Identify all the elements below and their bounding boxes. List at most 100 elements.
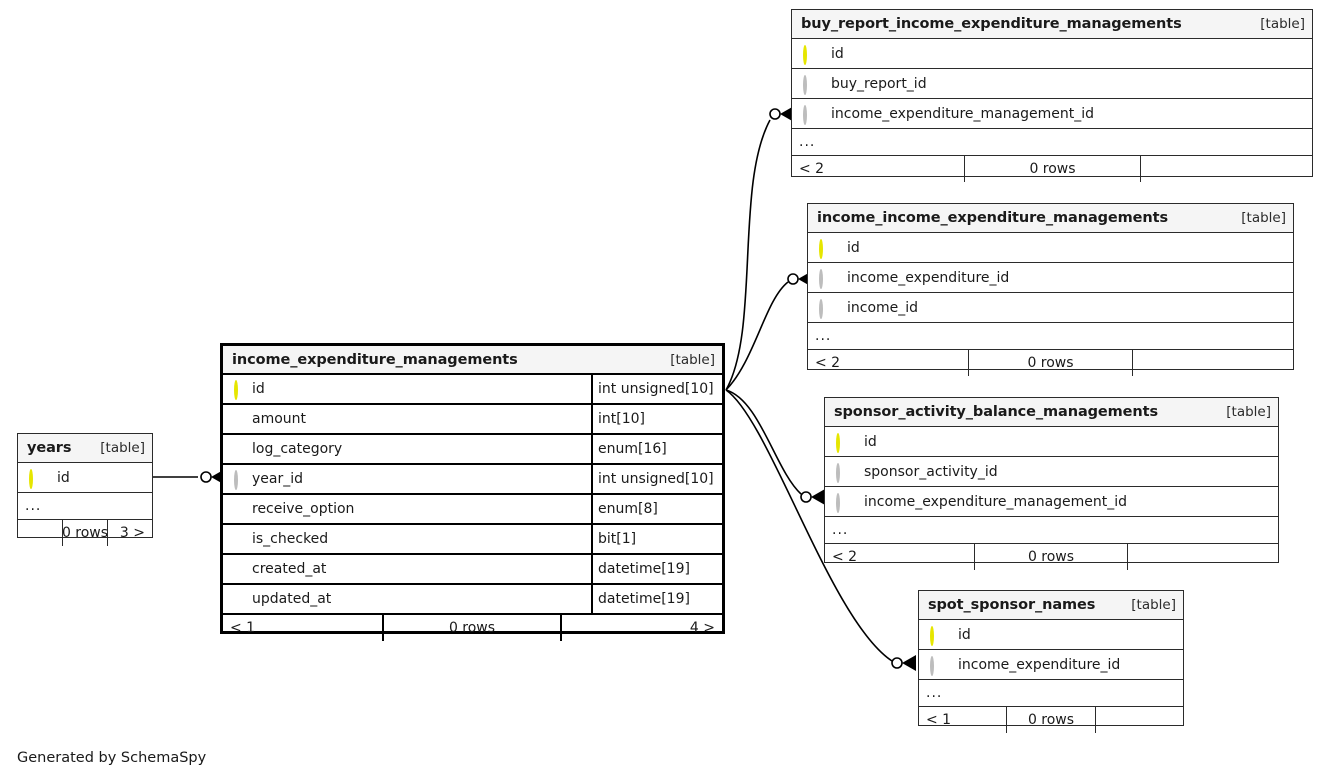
foreign-key-icon (799, 104, 815, 125)
more-columns-ellipsis: ... (825, 517, 1278, 544)
foreign-key-icon (832, 492, 848, 513)
key-icon-placeholder (230, 591, 246, 607)
column-name-cell: income_expenditure_id (919, 650, 1183, 679)
table-name[interactable]: income_income_expenditure_managements (817, 210, 1168, 226)
relationship-arrowhead (811, 489, 825, 505)
table-header: income_income_expenditure_managements[ta… (808, 204, 1293, 233)
table-column-row[interactable]: id (792, 39, 1312, 69)
column-name: sponsor_activity_id (864, 463, 998, 480)
table-name[interactable]: buy_report_income_expenditure_management… (801, 16, 1182, 32)
column-name-cell: income_expenditure_management_id (792, 99, 1312, 128)
relationship-edge (725, 106, 794, 391)
table-footer: < 2 0 rows (825, 544, 1278, 570)
table-column-row[interactable]: income_expenditure_id (808, 263, 1293, 293)
column-name-cell: buy_report_id (792, 69, 1312, 98)
footer-row-count: 0 rows (974, 544, 1128, 570)
column-name-cell: is_checked (223, 525, 591, 553)
column-name-cell: log_category (223, 435, 591, 463)
footer-row-count: 0 rows (382, 615, 562, 641)
footer-row-count: 0 rows (1006, 707, 1096, 733)
column-name: id (847, 239, 860, 256)
relationship-edge (153, 469, 225, 485)
more-columns-ellipsis: ... (808, 323, 1293, 350)
table-column-row[interactable]: id int unsigned[10] (223, 375, 722, 405)
cardinality-zero-circle (769, 108, 781, 120)
column-name: created_at (252, 561, 327, 577)
relationship-edge (725, 389, 825, 505)
table-header: income_expenditure_managements[table] (223, 346, 722, 375)
footer-next-link[interactable] (1096, 707, 1183, 733)
table-column-row[interactable]: id (919, 620, 1183, 650)
table-column-row[interactable]: id (18, 463, 152, 493)
key-icon-placeholder (230, 531, 246, 547)
table-column-row[interactable]: sponsor_activity_id (825, 457, 1278, 487)
table-column-row[interactable]: income_expenditure_id (919, 650, 1183, 680)
table-column-row[interactable]: buy_report_id (792, 69, 1312, 99)
column-name: income_id (847, 299, 919, 316)
column-type: int[10] (591, 405, 722, 433)
cardinality-zero-circle (200, 471, 212, 483)
foreign-key-icon (815, 268, 831, 289)
table-column-row[interactable]: id (808, 233, 1293, 263)
table-header: buy_report_income_expenditure_management… (792, 10, 1312, 39)
table-type-tag: [table] (1260, 16, 1305, 32)
footer-row-count: 0 rows (62, 520, 108, 546)
table-column-row[interactable]: income_id (808, 293, 1293, 323)
table-type-tag: [table] (1226, 404, 1271, 420)
footer-prev-link[interactable]: < 2 (832, 549, 858, 565)
footer-prev-link[interactable]: < 1 (230, 620, 256, 636)
footer-next-link[interactable] (1128, 544, 1278, 570)
column-name-cell: id (825, 427, 1278, 456)
table-column-row[interactable]: is_checked bit[1] (223, 525, 722, 555)
more-columns-ellipsis: ... (792, 129, 1312, 156)
table-name[interactable]: income_expenditure_managements (232, 351, 518, 368)
primary-key-icon (25, 468, 41, 489)
column-name: is_checked (252, 531, 329, 547)
key-icon-placeholder (230, 441, 246, 457)
primary-key-icon (799, 44, 815, 65)
table-column-row[interactable]: id (825, 427, 1278, 457)
primary-key-icon (230, 380, 246, 400)
footer-prev-link[interactable]: < 1 (926, 712, 952, 728)
table-column-row[interactable]: income_expenditure_management_id (825, 487, 1278, 517)
table-node-income_income_expenditure_managements[interactable]: income_income_expenditure_managements[ta… (807, 203, 1294, 376)
footer-prev-link[interactable]: < 2 (799, 161, 825, 177)
footer-next-link[interactable] (1141, 156, 1312, 182)
column-name-cell: amount (223, 405, 591, 433)
table-column-row[interactable]: income_expenditure_management_id (792, 99, 1312, 129)
table-type-tag: [table] (100, 440, 145, 456)
cardinality-zero-circle (800, 491, 812, 503)
table-node-buy_report_income_expenditure_managements[interactable]: buy_report_income_expenditure_management… (791, 9, 1313, 182)
footer-prev-link[interactable]: < 2 (815, 355, 841, 371)
primary-key-icon (926, 625, 942, 646)
footer-next-link[interactable]: 4 > (689, 620, 715, 636)
footer-next-link[interactable]: 3 > (119, 525, 145, 541)
column-name: id (958, 626, 971, 643)
column-name: income_expenditure_id (958, 656, 1121, 673)
cardinality-zero-circle (891, 657, 903, 669)
relationship-line (725, 119, 771, 391)
table-footer: < 1 0 rows 4 > (223, 615, 722, 641)
table-name[interactable]: years (27, 440, 72, 456)
table-name[interactable]: sponsor_activity_balance_managements (834, 404, 1158, 420)
foreign-key-icon (799, 74, 815, 95)
footer-prev-link[interactable] (18, 520, 62, 546)
column-name: id (252, 381, 265, 397)
column-name-cell: created_at (223, 555, 591, 583)
table-footer: < 1 0 rows (919, 707, 1183, 733)
table-name[interactable]: spot_sponsor_names (928, 597, 1096, 613)
table-node-sponsor_activity_balance_managements[interactable]: sponsor_activity_balance_managements [tab… (824, 397, 1279, 570)
column-type: int unsigned[10] (591, 375, 722, 403)
column-type: bit[1] (591, 525, 722, 553)
footer-next-link[interactable] (1133, 350, 1293, 376)
